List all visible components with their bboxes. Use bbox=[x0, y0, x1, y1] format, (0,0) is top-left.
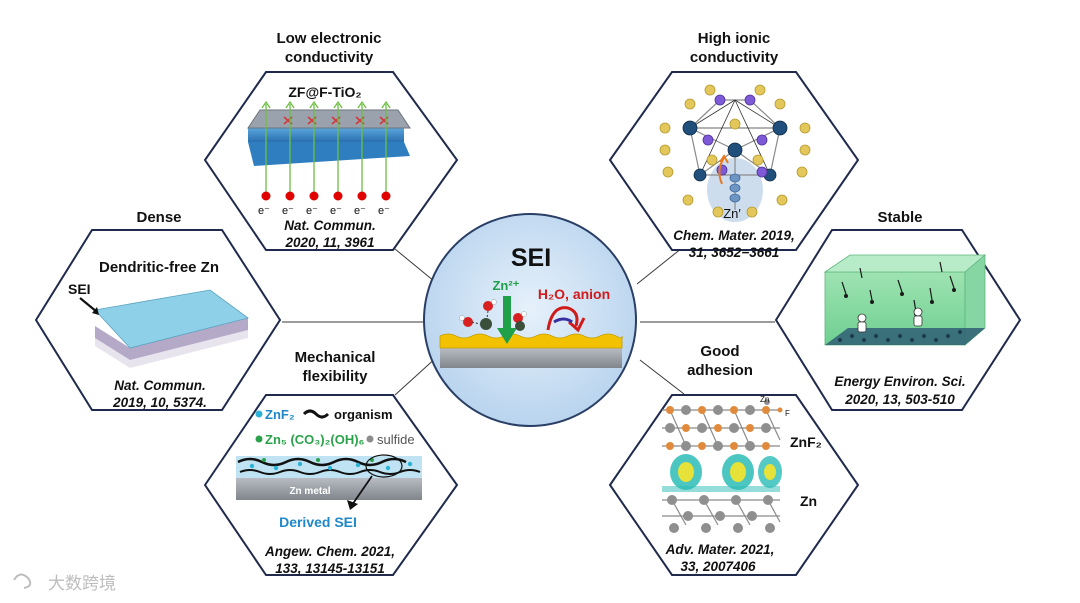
panel-title-line2: flexibility bbox=[302, 368, 368, 385]
material-label: ZF@F-TiO₂ bbox=[288, 84, 361, 100]
center-sei-circle: SEI Zn²⁺ H₂O, anion bbox=[423, 213, 637, 427]
panel-mechanical-flexibility: Mechanical flexibility ZnF₂ organism Zn₅… bbox=[203, 349, 459, 576]
reference-line2: 33, 2007406 bbox=[680, 559, 756, 574]
reference-line2: 2020, 13, 503-510 bbox=[844, 392, 955, 407]
panel-title: Dense bbox=[136, 209, 181, 226]
ion-label: Zn²⁺ bbox=[492, 278, 519, 293]
derived-sei-layer-illustration bbox=[236, 454, 422, 510]
panel-title-line2: adhesion bbox=[687, 362, 753, 379]
sei-pointer-arrow bbox=[79, 297, 98, 313]
electron-label: e⁻ bbox=[258, 205, 270, 217]
center-illustration bbox=[439, 296, 623, 368]
derived-sei-label: Derived SEI bbox=[279, 514, 357, 530]
panel-title-line1: High ionic bbox=[698, 30, 771, 47]
legend-zn-atom: Zn bbox=[760, 395, 769, 404]
blocked-species-label: H₂O, anion bbox=[538, 286, 610, 302]
reference-line1: Nat. Commun. bbox=[284, 218, 376, 233]
reference-line2: 2020, 11, 3961 bbox=[284, 235, 374, 250]
sei-pointer-arrowhead bbox=[92, 307, 99, 315]
panel-stable: Stable bbox=[774, 209, 1022, 411]
legend-sulfide: sulfide bbox=[377, 432, 415, 447]
panel-title-line1: Good bbox=[700, 343, 739, 360]
panel-title: Stable bbox=[877, 209, 922, 226]
reference-line1: Nat. Commun. bbox=[114, 378, 206, 393]
panel-title-line1: Mechanical bbox=[295, 349, 376, 366]
legend-f-atom: F bbox=[785, 409, 790, 418]
electron-label: e⁻ bbox=[282, 205, 294, 217]
connector-lines bbox=[282, 247, 775, 396]
panel-good-adhesion: Good adhesion bbox=[608, 343, 860, 576]
electron-label: e⁻ bbox=[354, 205, 366, 217]
layer-label-top: ZnF₂ bbox=[790, 434, 822, 450]
legend-znf2: ZnF₂ bbox=[265, 407, 295, 422]
legend-organism: organism bbox=[334, 407, 393, 422]
reference-line2: 31, 3652−3661 bbox=[689, 245, 779, 260]
sei-label: SEI bbox=[68, 281, 91, 297]
site-label: Zn′ bbox=[723, 206, 741, 221]
layer-label-bottom: Zn bbox=[800, 493, 817, 509]
electron-label: e⁻ bbox=[378, 205, 390, 217]
electron-label: e⁻ bbox=[330, 205, 342, 217]
panel-subtitle: Dendritic-free Zn bbox=[99, 259, 219, 276]
reference-line1: Angew. Chem. 2021, bbox=[264, 544, 395, 559]
panel-dense: Dense Dendritic-free Zn SEI Nat. Commun.… bbox=[34, 209, 282, 411]
watermark-text: 大数跨境 bbox=[48, 574, 116, 593]
electron-label: e⁻ bbox=[306, 205, 318, 217]
panel-title-line1: Low electronic bbox=[276, 30, 381, 47]
panel-title-line2: conductivity bbox=[285, 49, 374, 66]
legend-carbonate: Zn₅ (CO₃)₂(OH)₆ bbox=[265, 432, 365, 447]
znf2-marker bbox=[255, 410, 263, 418]
carbonate-marker bbox=[255, 435, 263, 443]
reference-line1: Adv. Mater. 2021, bbox=[665, 542, 775, 557]
coated-slab-illustration bbox=[247, 100, 411, 201]
center-circle bbox=[423, 213, 637, 427]
center-title: SEI bbox=[511, 244, 551, 272]
reference-line1: Energy Environ. Sci. bbox=[834, 374, 965, 389]
metal-label: Zn metal bbox=[289, 486, 330, 497]
reference-line2: 133, 13145-13151 bbox=[275, 561, 385, 576]
crystal-structure-illustration bbox=[659, 84, 811, 222]
organism-marker bbox=[302, 409, 330, 419]
panel-title-line2: conductivity bbox=[690, 49, 779, 66]
electron-labels: e⁻ e⁻ e⁻ e⁻ e⁻ e⁻ bbox=[258, 205, 390, 217]
stable-sei-box-illustration bbox=[823, 254, 987, 346]
panel-low-electronic-conductivity: Low electronic conductivity ZF@F-TiO₂ bbox=[203, 30, 459, 251]
watermark: 大数跨境 bbox=[13, 573, 116, 593]
panel-high-ionic-conductivity: High ionic conductivity bbox=[608, 30, 860, 260]
watermark-logo-icon bbox=[13, 573, 32, 589]
reference-line2: 2019, 10, 5374. bbox=[112, 395, 207, 410]
reference-line1: Chem. Mater. 2019, bbox=[673, 228, 795, 243]
dense-sei-slab-illustration bbox=[94, 289, 249, 368]
interface-structure-illustration bbox=[662, 399, 783, 533]
sulfide-marker bbox=[366, 435, 374, 443]
